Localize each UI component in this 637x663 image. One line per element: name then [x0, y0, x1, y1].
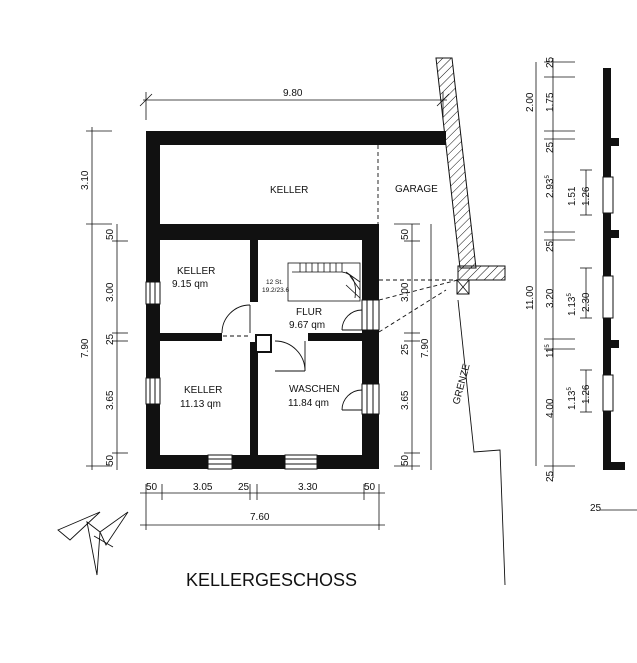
room-area-keller-bottom: 11.13 qm — [180, 399, 221, 410]
dashed-lines — [160, 145, 459, 337]
dim-side-230: 2.30 — [581, 292, 592, 312]
dim-bottom-25: 25 — [238, 482, 250, 493]
dim-side-151: 1.51 — [567, 186, 578, 206]
dim-side-25b: 25 — [545, 141, 556, 153]
dim-far-25: 25 — [590, 503, 602, 514]
dim-left-365: 3.65 — [105, 390, 116, 410]
dim-side-126b: 1.26 — [581, 384, 592, 404]
room-area-waschen: 11.84 qm — [288, 398, 329, 409]
dim-side-113b: 1.135 — [567, 387, 578, 410]
dim-left-300: 3.00 — [105, 282, 116, 302]
dimension-lines — [86, 58, 637, 530]
windows — [145, 281, 380, 470]
staircase — [287, 262, 361, 302]
dim-top-width: 9.80 — [283, 88, 303, 99]
dim-right-50b: 50 — [400, 454, 411, 466]
dim-bottom-330: 3.30 — [298, 482, 318, 493]
dim-bottom-total: 7.60 — [250, 512, 270, 523]
door-swings — [221, 304, 363, 411]
dim-left-25: 25 — [105, 333, 116, 345]
dim-bottom-50b: 50 — [364, 482, 376, 493]
room-label-keller-bottom: KELLER — [184, 385, 222, 396]
dim-side-113a: 1.135 — [567, 293, 578, 316]
dim-side-293: 2.935 — [545, 175, 556, 198]
dim-left-50b: 50 — [105, 454, 116, 466]
room-label-waschen: WASCHEN — [289, 384, 340, 395]
room-label-keller-left: KELLER — [177, 266, 215, 277]
property-boundary — [457, 299, 506, 586]
side-section — [602, 68, 625, 470]
stair-ratio: 19.2/23.6 — [262, 287, 289, 294]
dim-side-400: 4.00 — [545, 398, 556, 418]
stair-steps: 12 St. — [266, 279, 283, 286]
dim-bottom-50a: 50 — [146, 482, 158, 493]
grenze-label: GRENZE — [451, 362, 472, 405]
dim-left-outer-top: 3.10 — [80, 170, 91, 190]
dim-side-25c: 25 — [545, 240, 556, 252]
room-label-flur: FLUR — [296, 307, 322, 318]
drawing-title: KELLERGESCHOSS — [186, 570, 357, 590]
dim-side-115: 115 — [545, 344, 556, 358]
dim-right-300: 3.00 — [400, 282, 411, 302]
neighbour-wall — [435, 57, 506, 295]
room-area-keller-left: 9.15 qm — [172, 279, 208, 290]
dim-side-25-top: 25 — [545, 56, 556, 68]
dim-left-50a: 50 — [105, 228, 116, 240]
dim-bottom-305: 3.05 — [193, 482, 213, 493]
dim-side-126a: 1.26 — [581, 186, 592, 206]
dim-right-50a: 50 — [400, 228, 411, 240]
dim-side-25d: 25 — [545, 470, 556, 482]
room-area-flur: 9.67 qm — [289, 320, 325, 331]
north-arrow-icon — [57, 511, 129, 576]
dim-side-1100: 11.00 — [525, 285, 536, 310]
dim-right-25: 25 — [400, 343, 411, 355]
dim-side-200: 2.00 — [525, 92, 536, 112]
room-label-garage: GARAGE — [395, 184, 438, 195]
dim-right-total: 7.90 — [420, 338, 431, 358]
room-label-keller-top: KELLER — [270, 185, 308, 196]
dim-side-175: 1.75 — [545, 92, 556, 112]
dim-side-320: 3.20 — [545, 288, 556, 308]
dim-right-365: 3.65 — [400, 390, 411, 410]
dim-left-outer-total: 7.90 — [80, 338, 91, 358]
